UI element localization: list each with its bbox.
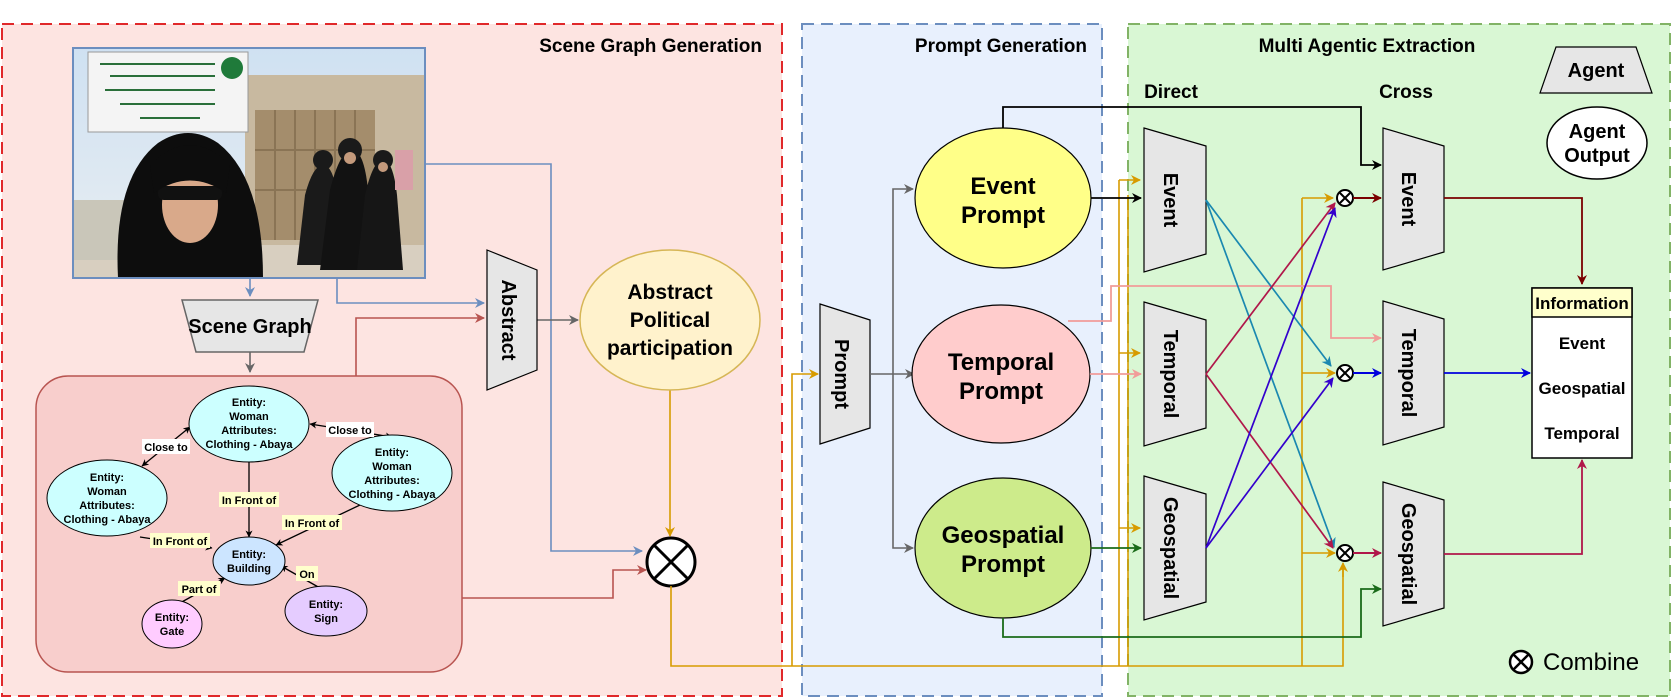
scene-graph-block: Scene Graph — [181, 299, 319, 353]
direct-agent-geospatial: Geospatial — [1143, 475, 1207, 621]
svg-text:Political: Political — [630, 309, 711, 332]
prompt-agent: Prompt — [819, 303, 871, 445]
node-sign: Entity: Sign — [284, 585, 368, 637]
svg-text:Prompt: Prompt — [959, 378, 1043, 405]
svg-text:Entity:: Entity: — [232, 397, 266, 409]
scene-graph-panel-title: Scene Graph Generation — [539, 36, 762, 57]
edge-label-in-front-of-right: In Front of — [285, 518, 340, 530]
abstract-agent: Abstract — [486, 249, 538, 391]
svg-text:Woman: Woman — [372, 461, 412, 473]
cross-agent-event: Event — [1382, 127, 1445, 271]
svg-text:Agent: Agent — [1569, 121, 1626, 143]
svg-text:Geospatial: Geospatial — [942, 522, 1065, 549]
combine-icon — [1508, 649, 1534, 675]
svg-text:Attributes:: Attributes: — [79, 500, 135, 512]
svg-text:Woman: Woman — [229, 411, 269, 423]
prompt-fanout-arrows — [870, 184, 915, 553]
svg-text:Prompt: Prompt — [961, 551, 1045, 578]
svg-text:Entity:: Entity: — [155, 612, 189, 624]
svg-text:Geospatial: Geospatial — [1397, 503, 1419, 605]
svg-text:Event: Event — [1159, 173, 1181, 228]
svg-text:Entity:: Entity: — [309, 599, 343, 611]
svg-text:Event: Event — [1397, 172, 1419, 227]
edge-label-in-front-of-left: In Front of — [153, 536, 208, 548]
svg-text:Agent: Agent — [1568, 60, 1625, 82]
legend-agent: Agent — [1539, 46, 1653, 94]
multi-agentic-panel-title: Multi Agentic Extraction — [1259, 36, 1476, 57]
abstract-agent-label: Abstract — [497, 279, 519, 360]
svg-text:Clothing - Abaya: Clothing - Abaya — [64, 514, 152, 526]
svg-text:participation: participation — [607, 337, 733, 360]
combine-node-event — [1336, 189, 1354, 207]
svg-text:Clothing - Abaya: Clothing - Abaya — [206, 439, 294, 451]
information-item-geospatial: Geospatial — [1539, 379, 1626, 398]
left-panel-arrows — [245, 163, 675, 599]
cross-column-title: Cross — [1379, 82, 1433, 103]
cross-connection-arrows — [1205, 199, 1337, 549]
direct-agent-temporal: Temporal — [1143, 301, 1207, 447]
svg-text:Temporal: Temporal — [1159, 330, 1181, 419]
information-item-event: Event — [1559, 334, 1606, 353]
scene-graph-edge-labels: Close to Close to In Front of In Front o… — [142, 422, 374, 596]
prompt-to-agent-arrows — [1002, 106, 1382, 638]
node-gate: Entity: Gate — [141, 599, 203, 649]
svg-text:Gate: Gate — [160, 626, 184, 638]
prompt-panel-title: Prompt Generation — [915, 36, 1087, 57]
svg-text:Attributes:: Attributes: — [364, 475, 420, 487]
legend-agent-output: Agent Output — [1546, 106, 1648, 180]
node-woman-right: Entity: Woman Attributes: Clothing - Aba… — [331, 434, 453, 512]
svg-text:Output: Output — [1564, 145, 1630, 167]
combine-node-left — [645, 536, 697, 588]
combine-node-temporal — [1336, 364, 1354, 382]
information-box: Information Event Geospatial Temporal — [1531, 287, 1633, 459]
combine-node-geospatial — [1336, 544, 1354, 562]
direct-column-title: Direct — [1144, 82, 1199, 103]
edge-label-close-to-right: Close to — [328, 425, 372, 437]
node-building: Entity: Building — [212, 536, 286, 586]
gold-context-bus — [670, 175, 1348, 667]
edge-label-on: On — [299, 569, 315, 581]
svg-text:Temporal: Temporal — [948, 349, 1054, 376]
direct-agent-event: Event — [1143, 127, 1207, 273]
geospatial-prompt: Geospatial Prompt — [914, 477, 1092, 619]
scene-graph-label: Scene Graph — [188, 316, 311, 338]
svg-text:Entity:: Entity: — [90, 472, 124, 484]
svg-text:Entity:: Entity: — [232, 549, 266, 561]
node-woman-top: Entity: Woman Attributes: Clothing - Aba… — [188, 385, 310, 463]
photo-of-women-in-abayas-icon — [73, 48, 425, 278]
svg-text:Geospatial: Geospatial — [1159, 497, 1181, 599]
svg-text:Clothing - Abaya: Clothing - Abaya — [349, 489, 437, 501]
information-item-temporal: Temporal — [1544, 424, 1619, 443]
edge-label-close-to-left: Close to — [144, 442, 188, 454]
edge-label-in-front-of-top: In Front of — [222, 495, 277, 507]
svg-text:Woman: Woman — [87, 486, 127, 498]
cross-agent-geospatial: Geospatial — [1382, 481, 1445, 627]
legend-combine-label: Combine — [1543, 649, 1639, 676]
legend-combine: Combine — [1508, 649, 1639, 676]
information-title: Information — [1535, 294, 1629, 313]
cross-agent-temporal: Temporal — [1382, 300, 1445, 446]
svg-text:Prompt: Prompt — [961, 202, 1045, 229]
prompt-agent-label: Prompt — [830, 339, 852, 409]
edge-label-part-of: Part of — [182, 584, 217, 596]
combine-to-cross-arrows — [1353, 193, 1382, 558]
svg-text:Temporal: Temporal — [1397, 329, 1419, 418]
cross-to-information-arrows — [1444, 197, 1587, 555]
svg-text:Sign: Sign — [314, 613, 338, 625]
svg-text:Event: Event — [970, 173, 1035, 200]
svg-text:Attributes:: Attributes: — [221, 425, 277, 437]
temporal-prompt: Temporal Prompt — [911, 304, 1091, 444]
event-prompt: Event Prompt — [914, 127, 1092, 269]
svg-text:Building: Building — [227, 563, 271, 575]
abstract-political-participation-output: Abstract Political participation — [579, 249, 761, 391]
svg-text:Abstract: Abstract — [627, 281, 712, 304]
node-woman-left: Entity: Woman Attributes: Clothing - Aba… — [46, 459, 168, 537]
svg-text:Entity:: Entity: — [375, 447, 409, 459]
